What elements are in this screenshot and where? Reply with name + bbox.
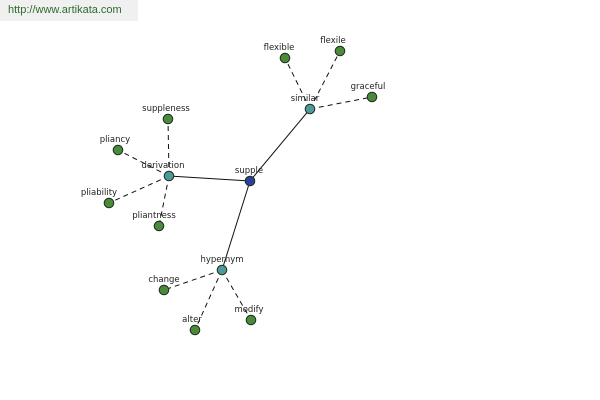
node-suppleness[interactable] bbox=[162, 113, 174, 125]
site-url-banner[interactable]: http://www.artikata.com bbox=[0, 0, 138, 21]
nodes-layer bbox=[103, 45, 378, 336]
labels-layer: supple similar derivation hypernym flexible f… bbox=[81, 36, 385, 325]
node-label-hypernym: hypernym bbox=[200, 255, 243, 265]
node-pliancy[interactable] bbox=[112, 144, 124, 156]
node-label-pliability: pliability bbox=[81, 188, 117, 198]
edge-similar-flexible bbox=[284, 57, 311, 110]
edge-derivation-pliability bbox=[108, 175, 170, 204]
node-change[interactable] bbox=[158, 284, 170, 296]
node-label-change: change bbox=[148, 275, 179, 285]
node-hypernym[interactable] bbox=[216, 264, 228, 276]
node-label-modify: modify bbox=[234, 305, 263, 315]
node-derivation[interactable] bbox=[163, 170, 175, 182]
node-label-graceful: graceful bbox=[351, 82, 386, 92]
edges-layer bbox=[108, 50, 373, 331]
node-flexible[interactable] bbox=[279, 52, 291, 64]
node-pliability[interactable] bbox=[103, 197, 115, 209]
node-label-alter: alter bbox=[182, 315, 202, 325]
edge-similar-graceful bbox=[309, 96, 373, 110]
node-label-supple: supple bbox=[235, 166, 263, 176]
node-modify[interactable] bbox=[245, 314, 257, 326]
edge-derivation-suppleness bbox=[167, 118, 170, 177]
edge-hypernym-change bbox=[163, 269, 223, 291]
node-label-flexile: flexile bbox=[320, 36, 345, 46]
edge-hypernym-alter bbox=[194, 269, 223, 331]
node-pliantness[interactable] bbox=[153, 220, 165, 232]
edge-derivation-pliancy bbox=[117, 149, 170, 177]
node-similar[interactable] bbox=[304, 103, 316, 115]
node-label-flexible: flexible bbox=[264, 43, 295, 53]
node-supple[interactable] bbox=[244, 175, 256, 187]
edge-supple-similar bbox=[249, 108, 311, 182]
node-label-similar: similar bbox=[291, 94, 320, 104]
edge-supple-derivation bbox=[168, 175, 251, 182]
node-flexile[interactable] bbox=[334, 45, 346, 57]
node-label-pliancy: pliancy bbox=[100, 135, 130, 145]
edge-hypernym-modify bbox=[221, 269, 252, 321]
node-label-pliantness: pliantness bbox=[132, 211, 176, 221]
node-graceful[interactable] bbox=[366, 91, 378, 103]
node-label-suppleness: suppleness bbox=[142, 104, 190, 114]
edge-similar-flexile bbox=[309, 50, 341, 110]
node-alter[interactable] bbox=[189, 324, 201, 336]
node-label-derivation: derivation bbox=[141, 161, 184, 171]
edge-supple-hypernym bbox=[221, 180, 251, 271]
